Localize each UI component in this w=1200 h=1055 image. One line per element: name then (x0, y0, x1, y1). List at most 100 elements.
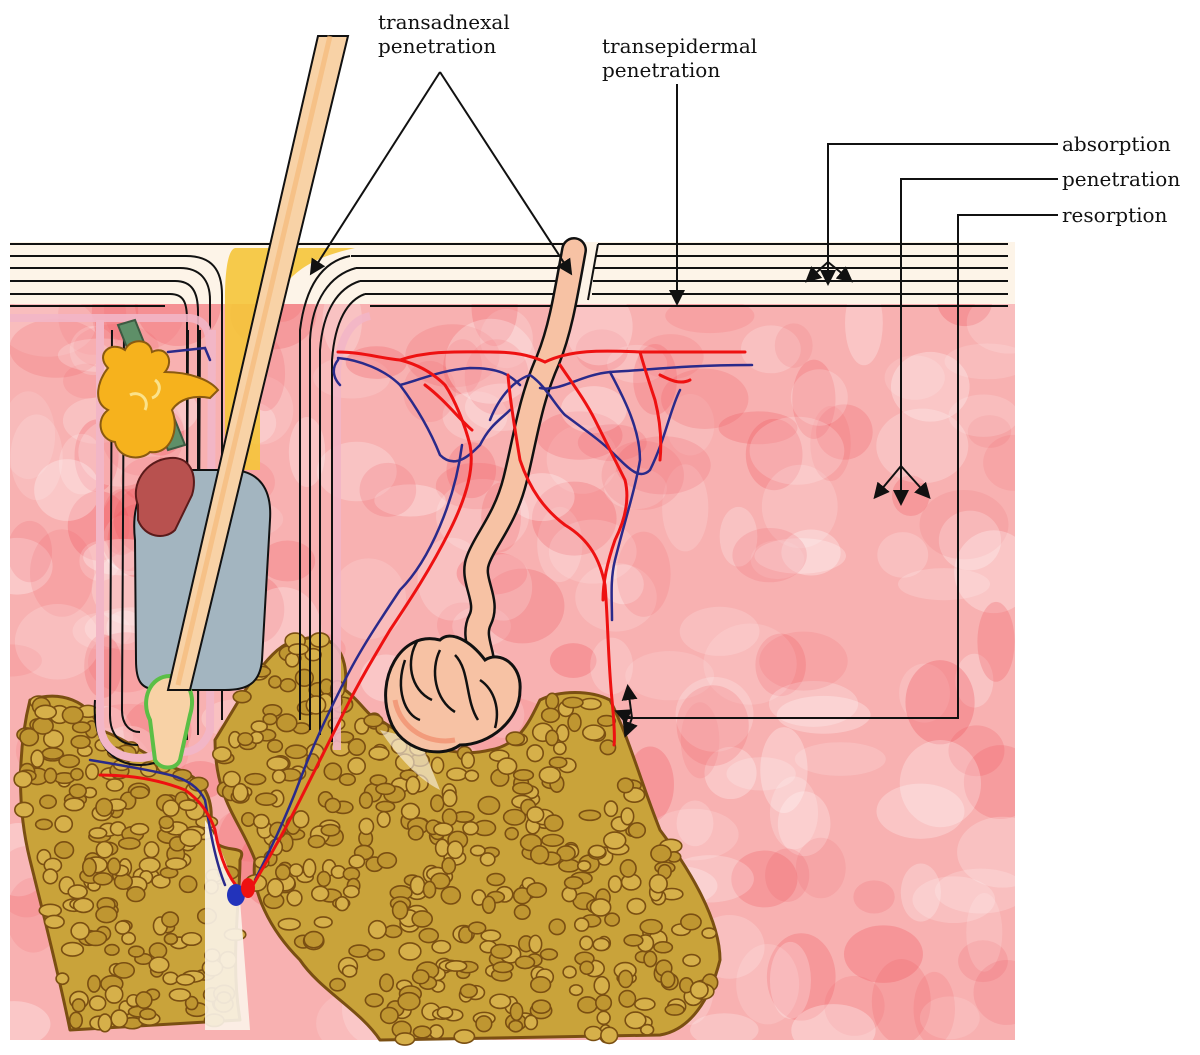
dermis-cell (676, 685, 749, 766)
fat-cell (464, 769, 480, 782)
fat-cell (164, 857, 188, 871)
fat-cell (307, 834, 326, 849)
fat-cell (526, 882, 548, 899)
fat-cell (232, 782, 249, 803)
fat-cell (179, 828, 203, 848)
fat-cell (567, 712, 582, 733)
dermis-cell (740, 325, 801, 374)
fat-cell (347, 738, 366, 756)
fat-cell (508, 1019, 524, 1033)
fat-cell (582, 724, 606, 741)
fat-cell (540, 707, 561, 724)
fat-cell (616, 777, 635, 794)
dermis-cell (919, 490, 1009, 560)
dermis-cell (359, 462, 417, 517)
fat-cell (379, 973, 395, 993)
fat-cell (126, 886, 146, 903)
fat-cell (589, 898, 612, 917)
fat-cell (69, 767, 84, 781)
dermis-cell (810, 405, 851, 482)
fat-cell (67, 884, 88, 900)
fat-cell (680, 913, 702, 931)
fat-cell (34, 818, 53, 831)
fat-cell (106, 857, 121, 876)
fat-cell (412, 1025, 432, 1039)
dermis-cell (676, 800, 714, 847)
dermis-cell (776, 695, 871, 734)
fat-cell (162, 799, 180, 817)
fat-cell (512, 769, 535, 782)
dermis-cell (10, 414, 63, 501)
fat-cell (71, 721, 92, 734)
fat-cell (531, 999, 552, 1015)
fat-cell (579, 935, 594, 951)
fat-cell (528, 934, 543, 954)
dermis-cell (560, 386, 627, 434)
fat-cell (311, 885, 330, 902)
absorption-arrow-left (805, 261, 829, 283)
fat-cell (92, 872, 114, 886)
dermis-cell (531, 481, 617, 556)
fat-cell (63, 797, 85, 812)
dermis-cell (824, 975, 885, 1036)
artery-end (241, 878, 255, 898)
fat-cell (129, 822, 150, 836)
blood-vessels (88, 346, 754, 906)
dermis-cell (845, 300, 883, 366)
fat-cell (545, 692, 560, 710)
fat-cell (592, 937, 611, 952)
fat-cell (595, 994, 613, 1012)
fat-cell (129, 785, 150, 799)
fat-cell (397, 991, 421, 1011)
fat-cell (334, 896, 350, 912)
fat-cell (87, 974, 101, 993)
dermis-cell (944, 343, 1015, 380)
dermis-cell (549, 643, 597, 678)
fat-cell (184, 995, 199, 1011)
dermis-cell (777, 791, 831, 857)
fat-cell (627, 822, 647, 839)
dermis-cell (750, 540, 805, 580)
fat-cell (39, 794, 58, 810)
fat-cell (446, 767, 468, 782)
fat-cell (624, 1011, 647, 1030)
fat-cell (162, 971, 179, 986)
fat-cell (576, 859, 592, 872)
fat-cell (252, 813, 270, 829)
fat-cell (95, 840, 114, 859)
fat-cell (578, 809, 602, 822)
dermis-cell (973, 959, 1015, 1025)
fat-cell (502, 808, 527, 826)
fat-cell (292, 810, 310, 829)
fat-cell (492, 961, 514, 974)
fat-cell (648, 873, 668, 894)
dermis-cell (899, 663, 950, 723)
dermis-cell (10, 644, 42, 677)
hair-follicle (93, 35, 350, 770)
dermis-cell (853, 880, 895, 914)
fat-cell (577, 996, 598, 1014)
fat-cell (368, 746, 390, 761)
dermis-cell (726, 757, 796, 791)
dermis-cell (755, 633, 806, 697)
dermis-cell (58, 433, 105, 495)
dermis-cell (966, 300, 1015, 354)
fat-cell (161, 911, 180, 928)
dermis-cell (604, 467, 667, 510)
resorption-arrow-down (622, 717, 638, 738)
fat-cell (523, 1014, 539, 1031)
dermis-cell (577, 424, 647, 462)
dermis-cell (719, 506, 758, 567)
penetration-arrow-left (873, 465, 902, 500)
dermis-cell (761, 464, 838, 549)
fat-cell (255, 792, 278, 807)
fat-cell (541, 833, 565, 847)
dermis-cell (749, 416, 845, 485)
dermis-cell (954, 530, 1015, 614)
fat-cell (489, 993, 512, 1010)
fat-cell (342, 884, 360, 899)
fat-cell (114, 920, 131, 935)
annotation-lines (309, 71, 1058, 738)
dermis-cell (876, 408, 969, 484)
fat-cell (266, 756, 290, 772)
